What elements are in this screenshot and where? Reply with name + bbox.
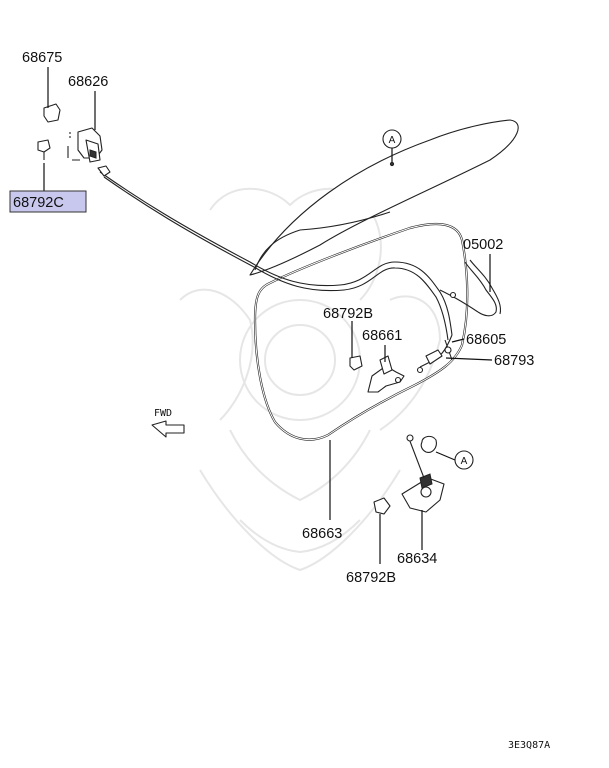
leader-lines	[43, 67, 493, 564]
trunk-lid-spoiler	[249, 119, 519, 276]
callout-a-right: A	[435, 450, 474, 470]
label-68661[interactable]: 68661	[362, 328, 402, 344]
bolt-68792B-top	[349, 355, 363, 371]
bracket-68661	[367, 355, 405, 393]
callout-a-top-text: A	[389, 135, 396, 146]
label-68792C[interactable]: 68792C	[13, 195, 64, 211]
label-68663[interactable]: 68663	[302, 526, 342, 542]
callout-a-right-text: A	[461, 456, 468, 467]
watermark-emblem	[179, 187, 442, 572]
cable-05002	[439, 259, 502, 317]
fwd-arrow: FWD	[151, 408, 185, 438]
label-68605[interactable]: 68605	[466, 332, 506, 348]
label-68675[interactable]: 68675	[22, 50, 62, 66]
bolt-68792C	[37, 139, 51, 160]
cable-end-top	[97, 165, 111, 177]
hinge-assembly-68626	[67, 127, 103, 163]
latch-assembly-68634	[401, 434, 445, 513]
fwd-label: FWD	[154, 408, 172, 419]
bolt-68792B-bottom	[373, 497, 391, 515]
diagram-code: 3E3Q87A	[508, 740, 550, 751]
label-68793[interactable]: 68793	[494, 353, 534, 369]
label-05002[interactable]: 05002	[463, 237, 503, 253]
connector-68793	[416, 349, 443, 374]
rod-68605	[444, 339, 453, 361]
label-68792B-top[interactable]: 68792B	[323, 306, 373, 322]
clip-68675	[43, 103, 61, 123]
label-68792B-bottom[interactable]: 68792B	[346, 570, 396, 586]
weatherstrip-seal	[253, 222, 469, 441]
label-68634[interactable]: 68634	[397, 551, 437, 567]
label-68626[interactable]: 68626	[68, 74, 108, 90]
highlight-68792C	[9, 190, 87, 213]
callout-a-top: A	[382, 129, 402, 167]
